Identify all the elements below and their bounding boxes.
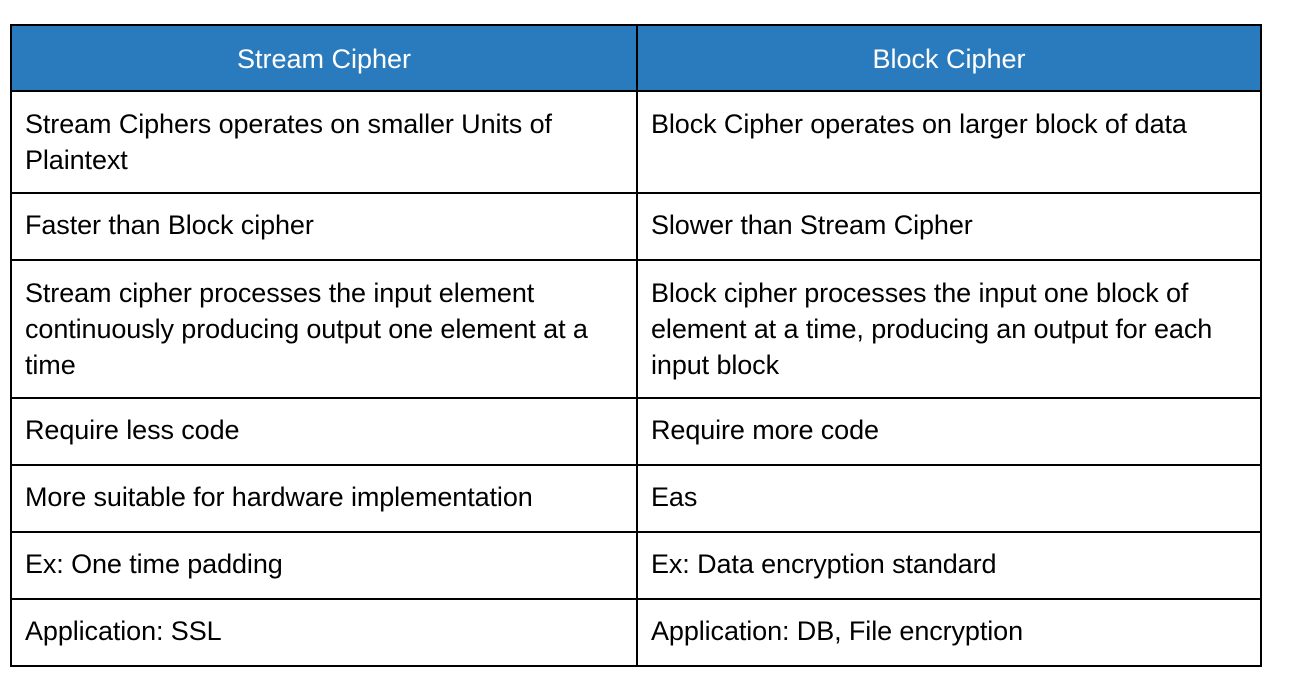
cell-stream-processing: Stream cipher processes the input elemen…	[10, 259, 638, 399]
cell-block-application: Application: DB, File encryption	[636, 598, 1262, 667]
table-row: Ex: One time padding Ex: Data encryption…	[10, 531, 1262, 600]
cell-stream-example: Ex: One time padding	[10, 531, 638, 600]
table-row: Stream Ciphers operates on smaller Units…	[10, 90, 1262, 194]
table-row: More suitable for hardware implementatio…	[10, 464, 1262, 533]
table-body: Stream Ciphers operates on smaller Units…	[10, 90, 1262, 667]
cell-block-code-size: Require more code	[636, 397, 1262, 466]
cell-block-units-of-data: Block Cipher operates on larger block of…	[636, 90, 1262, 194]
cell-block-example: Ex: Data encryption standard	[636, 531, 1262, 600]
cell-stream-units-of-data: Stream Ciphers operates on smaller Units…	[10, 90, 638, 194]
table-row: Require less code Require more code	[10, 397, 1262, 466]
column-header-block-cipher: Block Cipher	[636, 24, 1262, 92]
cell-block-implementation: Eas	[636, 464, 1262, 533]
cell-stream-code-size: Require less code	[10, 397, 638, 466]
cell-block-speed: Slower than Stream Cipher	[636, 192, 1262, 261]
cipher-comparison-table: Stream Cipher Block Cipher Stream Cipher…	[10, 24, 1262, 667]
cell-stream-speed: Faster than Block cipher	[10, 192, 638, 261]
cell-block-processing: Block cipher processes the input one blo…	[636, 259, 1262, 399]
cell-stream-application: Application: SSL	[10, 598, 638, 667]
table-row: Application: SSL Application: DB, File e…	[10, 598, 1262, 667]
table-header-row: Stream Cipher Block Cipher	[10, 24, 1262, 92]
table-row: Stream cipher processes the input elemen…	[10, 259, 1262, 399]
column-header-stream-cipher: Stream Cipher	[10, 24, 638, 92]
table-row: Faster than Block cipher Slower than Str…	[10, 192, 1262, 261]
table-header: Stream Cipher Block Cipher	[10, 24, 1262, 92]
cell-stream-implementation: More suitable for hardware implementatio…	[10, 464, 638, 533]
